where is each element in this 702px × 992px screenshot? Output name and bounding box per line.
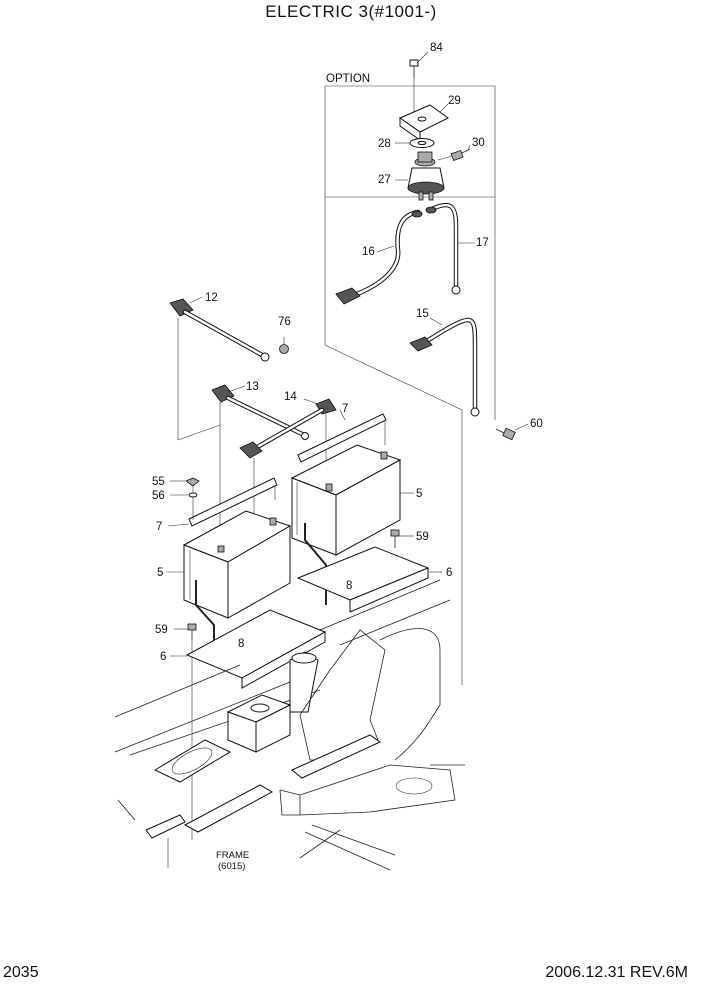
callout-30: 30 (472, 137, 485, 149)
frame-ref: (6015) (218, 861, 245, 872)
callout-84: 84 (430, 42, 443, 54)
callout-labels: 84 29 28 30 27 16 17 15 60 12 76 13 14 7… (152, 42, 543, 663)
callout-59-right: 59 (416, 531, 429, 543)
option-label: OPTION (326, 73, 370, 85)
bolt-84 (409, 51, 429, 118)
bracket-29 (398, 103, 449, 141)
callout-28: 28 (378, 138, 391, 150)
callout-76: 76 (278, 316, 291, 328)
hold-down-bar-7-left (167, 477, 278, 527)
callout-8-right: 8 (346, 580, 352, 592)
bolt-59-right (390, 529, 414, 548)
callout-59-left: 59 (155, 624, 168, 636)
cable-17 (425, 202, 475, 295)
callout-15: 15 (416, 308, 429, 320)
callout-29: 29 (448, 95, 461, 107)
washer-28 (395, 138, 435, 148)
callout-6-right: 6 (446, 567, 452, 579)
washer-56 (170, 492, 198, 498)
cable-15 (409, 317, 480, 417)
callout-6-left: 6 (160, 651, 166, 663)
option-group: OPTION (324, 73, 496, 685)
frame-label: FRAME (216, 850, 249, 861)
hold-down-bar-7-right (297, 409, 387, 463)
bolt-59-left (174, 623, 197, 840)
callout-7-left: 7 (156, 521, 162, 533)
revision-label: 2006.12.31 REV.6M (545, 964, 688, 981)
cable-16 (335, 209, 423, 305)
wing-nut-55 (170, 477, 200, 520)
cable-12 (169, 296, 270, 441)
callout-16: 16 (362, 246, 375, 258)
callout-5-left: 5 (157, 567, 163, 579)
callout-17: 17 (476, 237, 489, 249)
bolt-60 (495, 423, 529, 441)
frame-structure: FRAME (6015) (114, 579, 465, 872)
battery-5-left (166, 510, 292, 619)
callout-7-right: 7 (342, 403, 348, 415)
battery-tray-6-left (170, 609, 327, 689)
callout-12: 12 (205, 292, 218, 304)
cable-14 (239, 398, 337, 530)
callout-27: 27 (378, 174, 391, 186)
page-number: 2035 (3, 964, 39, 981)
callout-56: 56 (152, 490, 165, 502)
battery-5-right (290, 444, 414, 556)
callout-60: 60 (530, 418, 543, 430)
callout-13: 13 (246, 381, 259, 393)
battery-tray-6-right (296, 546, 442, 613)
battery-switch-27 (395, 151, 445, 201)
nut-76 (279, 337, 289, 354)
callout-8-left: 8 (238, 638, 244, 650)
screw-30 (437, 144, 471, 161)
callout-55: 55 (152, 476, 165, 488)
callout-5-right: 5 (416, 488, 422, 500)
callout-14: 14 (284, 391, 297, 403)
page-title: ELECTRIC 3(#1001-) (265, 2, 437, 21)
